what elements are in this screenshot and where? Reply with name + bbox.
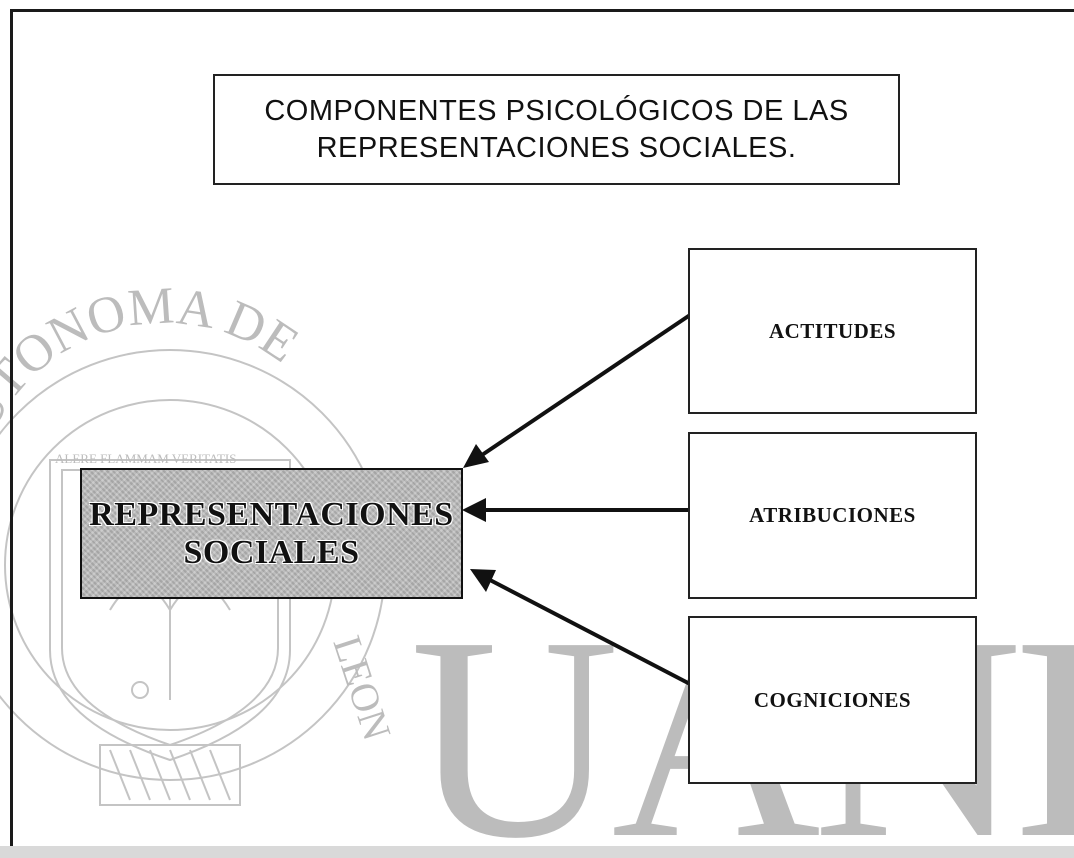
arrow-atribuciones	[462, 498, 690, 522]
arrow-actitudes	[463, 313, 692, 468]
arrow-cogniciones	[470, 569, 691, 686]
title-box: COMPONENTES PSICOLÓGICOS DE LAS REPRESEN…	[213, 74, 900, 185]
central-node-representaciones-sociales: REPRESENTACIONES SOCIALES	[80, 468, 463, 599]
central-node-line-2: SOCIALES	[183, 533, 360, 571]
component-label: COGNICIONES	[753, 687, 912, 712]
title-line-1: COMPONENTES PSICOLÓGICOS DE LAS	[264, 94, 849, 127]
title-line-2: REPRESENTACIONES SOCIALES.	[316, 131, 797, 164]
component-box-atribuciones: ATRIBUCIONES	[688, 432, 977, 599]
central-node-line-1: REPRESENTACIONES	[89, 495, 454, 533]
component-label: ACTITUDES	[768, 318, 897, 343]
component-box-actitudes: ACTITUDES	[688, 248, 977, 414]
component-box-cogniciones: COGNICIONES	[688, 616, 977, 784]
component-label: ATRIBUCIONES	[749, 503, 916, 527]
page-bottom-band	[0, 846, 1074, 858]
